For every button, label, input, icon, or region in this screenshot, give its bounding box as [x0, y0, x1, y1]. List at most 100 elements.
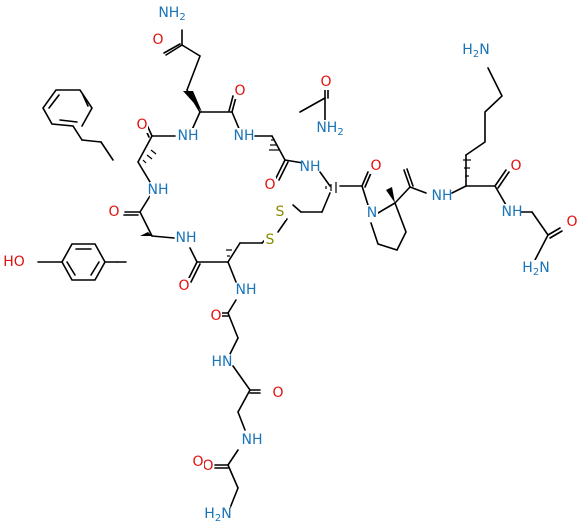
label-background: [177, 230, 195, 246]
wedge-bond: [140, 232, 152, 236]
label-background: [205, 506, 231, 522]
atom-label-s: S: [266, 232, 275, 248]
bond: [364, 172, 372, 188]
bond: [165, 44, 183, 56]
bond-layer: [37, 29, 563, 509]
bond: [284, 159, 304, 164]
bond: [137, 161, 151, 183]
atom-label-o: HO: [3, 254, 25, 270]
bond: [494, 185, 507, 206]
bond: [228, 95, 234, 112]
atom-label-n: H2N: [522, 260, 549, 278]
bond: [232, 365, 251, 391]
label-background: [5, 254, 23, 270]
bond: [231, 96, 237, 113]
bond: [137, 135, 153, 163]
bond: [403, 169, 411, 188]
bond: [66, 261, 76, 276]
bond: [534, 234, 549, 261]
bond: [299, 97, 326, 113]
bond: [497, 171, 510, 189]
label-background: [463, 42, 489, 58]
hash-bond: [150, 149, 157, 155]
label-background: [523, 260, 549, 276]
atom-label-o: O: [108, 204, 119, 220]
bond: [361, 171, 369, 187]
atom-label-o: O: [320, 74, 331, 90]
atom-label-n: NH2: [158, 5, 185, 23]
bond: [90, 261, 100, 276]
hash-bond: [146, 154, 153, 160]
wedge-bond: [386, 187, 395, 203]
bond: [451, 185, 467, 194]
label-background: [272, 385, 284, 401]
atom-label-o: O: [566, 214, 577, 230]
bond: [231, 111, 241, 132]
bond: [81, 139, 102, 143]
bond: [227, 299, 237, 314]
label-background: [202, 458, 214, 474]
atom-label-n: NH: [236, 282, 257, 298]
atom-label-n: N: [367, 205, 377, 221]
label-background: [503, 204, 521, 220]
label-background: [433, 188, 451, 204]
bond: [277, 218, 288, 233]
bond: [237, 389, 251, 413]
label-background: [192, 454, 204, 470]
bond: [227, 312, 239, 339]
label-background: [317, 120, 343, 136]
atom-label-o: O: [152, 32, 163, 48]
bond: [186, 55, 201, 91]
atom-label-n: NH2: [316, 120, 343, 138]
atom-label-n: NH: [148, 182, 169, 198]
bond: [409, 186, 427, 194]
bond: [361, 185, 369, 206]
bond: [321, 192, 331, 213]
label-background: [264, 232, 276, 248]
label-background: [178, 278, 190, 294]
atom-label-o: O: [192, 454, 203, 470]
atom-label-n: NH: [300, 159, 321, 175]
bond: [181, 44, 201, 57]
bond: [227, 464, 239, 489]
bond: [549, 230, 563, 239]
label-background: [274, 204, 286, 220]
bond: [227, 242, 241, 263]
atom-label-n: HN: [212, 354, 233, 370]
bond: [59, 119, 78, 123]
bond: [394, 186, 411, 204]
bond: [187, 261, 198, 281]
bond: [370, 202, 407, 251]
atom-label-o: O: [178, 278, 189, 294]
label-background: [149, 182, 167, 198]
bond: [82, 94, 89, 107]
label-background: [210, 308, 222, 324]
label-background: [510, 158, 522, 174]
atom-label-o: O: [272, 385, 283, 401]
label-background: [366, 205, 378, 221]
atom-label-o: O: [136, 117, 147, 133]
atom-label-n: NH: [432, 188, 453, 204]
bond: [227, 261, 237, 283]
bond: [278, 161, 289, 181]
bond: [48, 94, 60, 109]
label-background: [566, 214, 578, 230]
bond: [229, 487, 239, 509]
atom-label-o: O: [370, 158, 381, 174]
atom-label-o: O: [510, 158, 521, 174]
bond: [531, 211, 549, 236]
bond: [139, 211, 153, 237]
bond: [377, 202, 396, 214]
bond: [237, 411, 246, 431]
bond: [406, 168, 414, 187]
bond: [100, 141, 114, 161]
label-background: [320, 74, 332, 90]
label-background: [237, 282, 255, 298]
label-background: [213, 354, 231, 370]
atom-label-o: O: [234, 83, 245, 99]
bond: [139, 195, 151, 213]
label-background: [234, 83, 246, 99]
atom-label-n: NH: [502, 204, 523, 220]
label-background: [370, 158, 382, 174]
